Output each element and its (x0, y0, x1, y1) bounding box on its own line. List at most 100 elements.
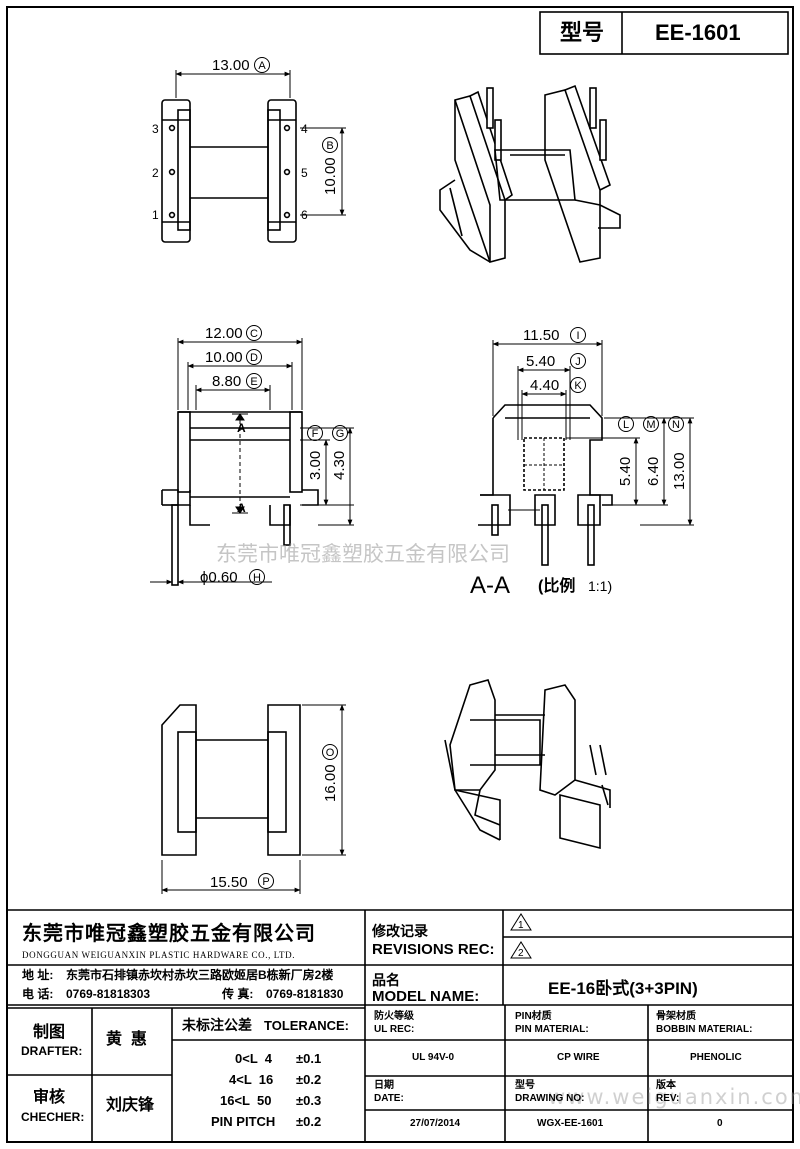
checker-label-en: CHECHER: (21, 1110, 85, 1124)
dim-A-value: 13.00 (212, 57, 250, 74)
circle-letter: N (668, 416, 684, 432)
watermark-corner: www.weiguanxin.com (548, 1085, 800, 1109)
section-view (478, 404, 613, 566)
ul-rec-label-cn: 防火等级 (374, 1011, 414, 1022)
dim-D-value: 10.00 (205, 349, 243, 366)
section-view-label: A-A (470, 572, 510, 599)
tolerance-value: ±0.1 (296, 1051, 322, 1066)
ul-rec-value: UL 94V-0 (412, 1052, 455, 1063)
dim-P-value: 15.50 (210, 874, 248, 891)
dim-O-value: 16.00 (322, 764, 339, 802)
watermark-center: 东莞市唯冠鑫塑胶五金有限公司 (216, 542, 510, 566)
drawing-no-value: WGX-EE-1601 (537, 1118, 604, 1129)
top-view (161, 99, 297, 243)
svg-text:J: J (575, 356, 581, 368)
circle-letter: H (249, 569, 265, 585)
rev-label-en: REV: (656, 1093, 680, 1104)
pin-material-label-cn: PIN材质 (515, 1011, 552, 1022)
side-view (161, 411, 319, 586)
checker-label-cn: 审核 (33, 1089, 66, 1106)
company-address: 东莞市石排镇赤坎村赤坎三路欧姬居B栋新厂房2楼 (66, 968, 334, 982)
svg-text:B: B (326, 140, 333, 152)
address-label: 地 址: (22, 968, 54, 982)
tolerance-value: ±0.2 (296, 1114, 322, 1129)
dim-LMN (566, 417, 694, 526)
bobbin-material-label-en: BOBBIN MATERIAL: (656, 1024, 753, 1035)
tolerance-range: PIN PITCH (211, 1114, 276, 1129)
svg-text:H: H (253, 572, 261, 584)
phone-label: 电 话: (22, 987, 54, 1001)
revision-mark: 1 (518, 920, 524, 931)
svg-text:L: L (623, 419, 629, 431)
circle-letter: O (322, 744, 338, 760)
revisions-label-cn: 修改记录 (372, 923, 428, 939)
dim-A (175, 70, 291, 98)
circle-letter: I (570, 327, 586, 343)
tolerance-range: 4<L 16 (229, 1072, 274, 1087)
circle-letter: P (258, 873, 274, 889)
circle-letter: L (618, 416, 634, 432)
rev-value: 0 (717, 1118, 723, 1129)
drafter-name: 黄 惠 (106, 1031, 147, 1048)
tolerance-label: 未标注公差 (182, 1017, 252, 1033)
flange-left (161, 99, 191, 243)
date-label-cn: 日期 (374, 1080, 394, 1091)
date-value: 27/07/2014 (410, 1118, 461, 1129)
tolerance-value: ±0.3 (296, 1093, 322, 1108)
checker-name: 刘庆锋 (106, 1097, 155, 1114)
title-block-lines (7, 11, 793, 1142)
pin-material-label-en: PIN MATERIAL: (515, 1024, 589, 1035)
section-mark: A (237, 421, 246, 435)
dim-CDE (177, 338, 303, 410)
pin-material-value: CP WIRE (557, 1052, 600, 1063)
circle-letter: A (254, 57, 270, 73)
circle-letter: K (570, 377, 586, 393)
dim-E-value: 8.80 (212, 373, 241, 390)
revision-mark: 2 (518, 948, 524, 959)
circle-letter: J (570, 353, 586, 369)
circle-letter: D (246, 349, 262, 365)
bobbin-material-label-cn: 骨架材质 (656, 1011, 696, 1022)
dim-K-value: 4.40 (530, 377, 559, 394)
circle-letter: B (322, 137, 338, 153)
dim-H-value: ϕ0.60 (200, 569, 238, 586)
tolerance-label-en: TOLERANCE: (264, 1018, 349, 1033)
model-name-label-en: MODEL NAME: (372, 988, 480, 1005)
model-name-value: EE-16卧式(3+3PIN) (548, 979, 698, 998)
circle-letter: C (246, 325, 262, 341)
model-number-value: EE-1601 (655, 20, 741, 45)
fax-label: 传 真: (222, 987, 254, 1001)
section-mark: A (237, 501, 246, 515)
dim-F-value: 3.00 (307, 451, 324, 480)
company-phone: 0769-81818303 (66, 987, 151, 1001)
ul-rec-label-en: UL REC: (374, 1024, 415, 1035)
pin-number: 6 (301, 208, 308, 222)
dim-C-value: 12.00 (205, 325, 243, 342)
drafter-label-en: DRAFTER: (21, 1044, 83, 1058)
circle-letter: M (643, 416, 659, 432)
svg-text:K: K (574, 380, 582, 392)
sheet-border (6, 6, 794, 1143)
iso-view-bottom (444, 679, 611, 850)
drawing-no-label-cn: 型号 (515, 1080, 535, 1091)
circle-letter: F (307, 425, 323, 441)
drawing-no-label-en: DRAWING NO: (515, 1093, 585, 1104)
dim-B-value: 10.00 (322, 157, 339, 195)
model-number-label: 型号 (560, 20, 605, 45)
svg-text:O: O (326, 747, 335, 759)
section-arrows (232, 413, 248, 514)
pin-number: 4 (301, 122, 308, 136)
dim-N-value: 13.00 (671, 452, 688, 490)
svg-text:N: N (672, 419, 680, 431)
bobbin-material-value: PHENOLIC (690, 1052, 742, 1063)
section-scale-label: (比例 (538, 576, 575, 595)
date-label-en: DATE: (374, 1093, 404, 1104)
tolerance-range: 16<L 50 (220, 1093, 272, 1108)
revision-triangles (510, 913, 532, 959)
bottom-view (161, 704, 301, 856)
iso-view-top (439, 84, 621, 263)
pin-number: 1 (152, 208, 159, 222)
svg-text:I: I (576, 330, 579, 342)
